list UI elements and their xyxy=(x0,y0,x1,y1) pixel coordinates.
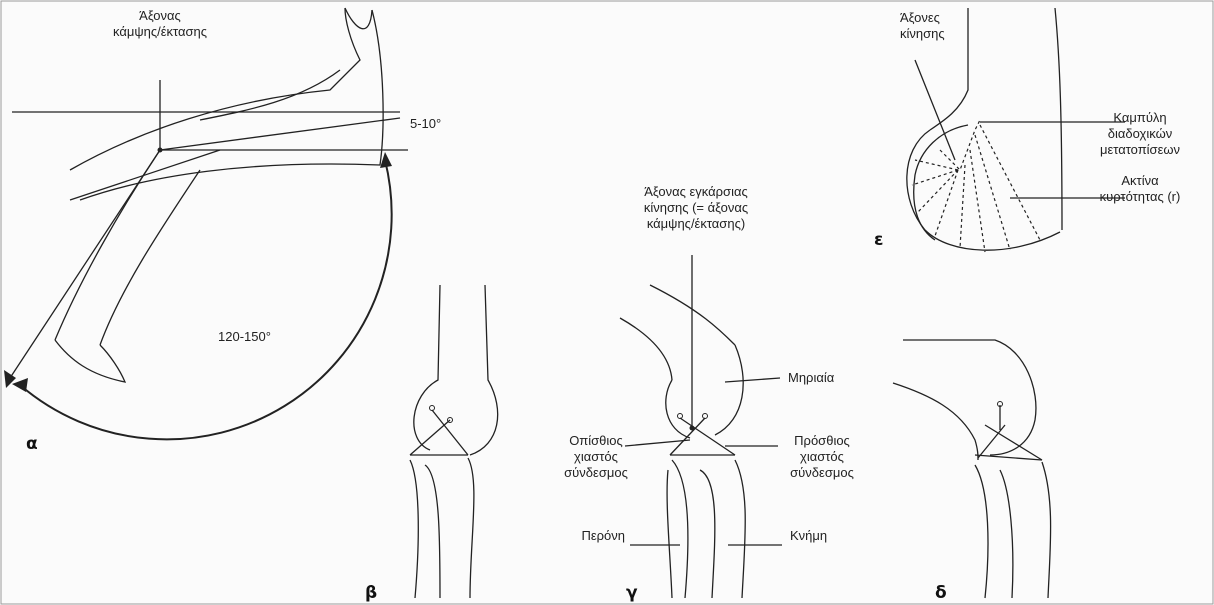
g-crossing-dot xyxy=(690,426,695,431)
g-post-cruciate-label-line1: Οπίσθιος xyxy=(569,433,623,448)
g-ant-cruciate-label-line2: χιαστός xyxy=(800,449,844,464)
a-small-angle-label: 5-10° xyxy=(410,116,441,131)
e-radius-label-line2: κυρτότητας (r) xyxy=(1100,189,1181,204)
panel-e-letter: ε xyxy=(874,230,883,250)
a-axis-label-line2: κάμψης/έκτασης xyxy=(113,24,207,39)
rotation-center-dot xyxy=(158,148,163,153)
e-axes-label-line2: κίνησης xyxy=(900,26,945,41)
a-big-angle-label: 120-150° xyxy=(218,329,271,344)
panel-a-letter: α xyxy=(26,434,38,454)
g-axis-label-line2: κίνησης (= άξονας xyxy=(644,200,748,215)
g-axis-label-line1: Άξονας εγκάρσιας xyxy=(644,184,748,199)
g-axis-label-line3: κάμψης/έκτασης) xyxy=(647,216,745,231)
g-ant-cruciate-label-line1: Πρόσθιος xyxy=(794,433,850,448)
g-post-cruciate-label-line2: χιαστός xyxy=(574,449,618,464)
g-post-cruciate-label-line3: σύνδεσμος xyxy=(564,465,628,480)
e-curve-label-line2: διαδοχικών xyxy=(1108,126,1172,141)
panel-b-letter: β xyxy=(365,583,377,603)
g-fibula-label: Περόνη xyxy=(581,528,625,543)
panel-d-letter: δ xyxy=(935,583,947,603)
g-ant-cruciate-label-line3: σύνδεσμος xyxy=(790,465,854,480)
e-curve-label-line3: μετατοπίσεων xyxy=(1100,142,1180,157)
g-tibia-label: Κνήμη xyxy=(790,528,827,543)
g-femur-label: Μηριαία xyxy=(788,370,835,385)
e-curve-label-line1: Καμπύλη xyxy=(1113,110,1166,125)
e-axes-label-line1: Άξονες xyxy=(900,10,940,25)
panel-g-letter: γ xyxy=(626,583,638,603)
e-radius-label-line1: Ακτίνα xyxy=(1121,173,1159,188)
a-axis-label-line1: Άξονας xyxy=(139,8,181,23)
